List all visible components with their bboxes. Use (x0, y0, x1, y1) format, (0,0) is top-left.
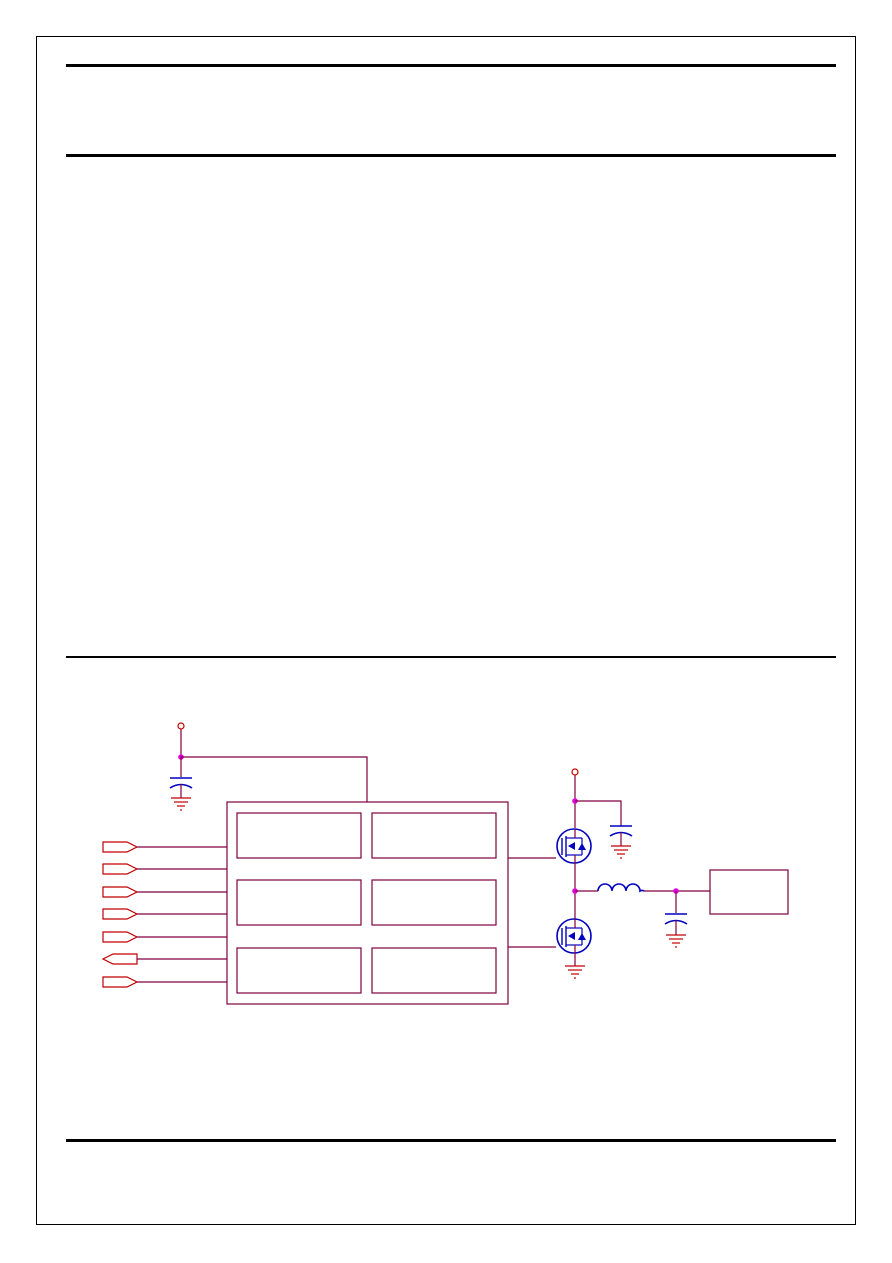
input-port-3 (102, 886, 227, 898)
bulk-capacitor (609, 825, 633, 846)
output-capacitor (664, 891, 688, 935)
input-capacitor (169, 757, 193, 798)
load-block (709, 869, 789, 915)
vin-terminal (177, 722, 185, 757)
high-side-mosfet (556, 828, 592, 864)
ic-block-1 (236, 812, 362, 859)
ic-block-4 (371, 879, 497, 926)
ic-block-5 (236, 947, 362, 994)
footer-band (66, 1145, 836, 1205)
ic-block-3 (236, 879, 362, 926)
input-port-1 (102, 841, 227, 853)
page-border (36, 36, 856, 1225)
ground-symbol (565, 965, 585, 979)
input-port-2 (102, 863, 227, 875)
footer-rule (66, 1139, 836, 1142)
figure-top-rule (66, 656, 836, 658)
ground-symbol (171, 797, 191, 811)
ground-symbol (666, 934, 686, 948)
header-top-rule (66, 64, 836, 67)
vin-wire (181, 756, 368, 802)
header-bottom-rule (66, 154, 836, 157)
bulk-cap-wire (575, 800, 622, 826)
ground-symbol (611, 845, 631, 859)
ic-block-2 (371, 812, 497, 859)
low-side-mosfet (556, 918, 592, 966)
input-port-4 (102, 908, 227, 920)
output-port-6 (101, 953, 227, 965)
input-port-5 (102, 931, 227, 943)
output-inductor (597, 883, 645, 893)
input-port-7 (102, 976, 227, 988)
ic-block-6 (371, 947, 497, 994)
controller-ic (226, 801, 509, 1005)
